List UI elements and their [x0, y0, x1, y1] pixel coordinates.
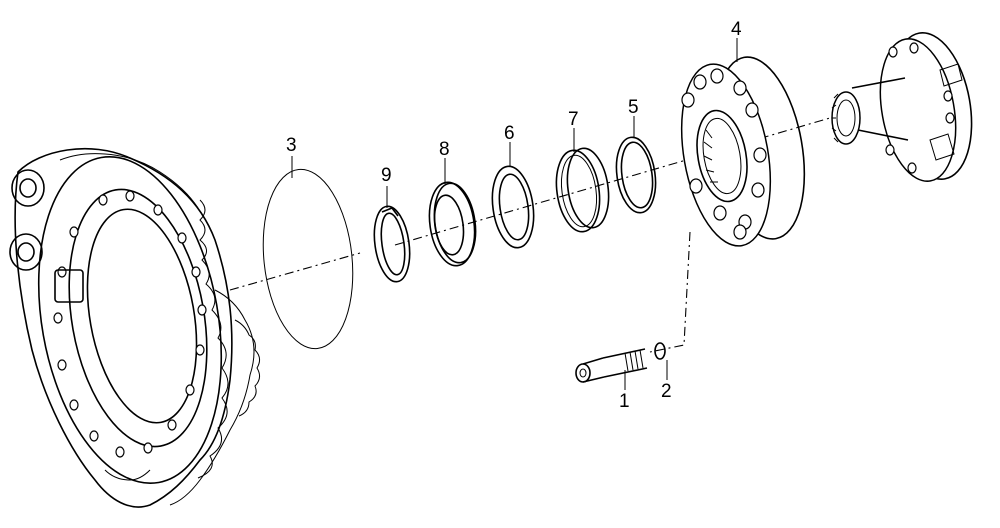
- splined-shaft-flange: [831, 32, 973, 182]
- callout-5: 5: [628, 97, 639, 118]
- callout-1: 1: [619, 391, 630, 412]
- part-8-bearing-ring: [428, 181, 477, 267]
- callout-4: 4: [731, 19, 742, 40]
- part-4-pump-body: [680, 56, 806, 247]
- housing-bolt-holes: [53, 190, 207, 458]
- pump-body-bolt-holes: [681, 68, 767, 240]
- callout-3: 3: [286, 135, 297, 156]
- callout-2: 2: [661, 381, 672, 402]
- part-3-gasket: [262, 168, 354, 350]
- callout-9: 9: [381, 165, 392, 186]
- callout-6: 6: [504, 123, 515, 144]
- part-2-washer: [654, 342, 666, 360]
- housing-casting: [9, 147, 261, 508]
- flange-bolt-holes: [885, 42, 955, 174]
- part-7-sleeve: [555, 147, 610, 233]
- bolt-axis-line: [649, 231, 691, 353]
- part-5-o-ring: [615, 136, 657, 214]
- callout-8: 8: [439, 139, 450, 160]
- leader-lines: [291, 38, 738, 390]
- part-9-snap-ring: [373, 205, 411, 283]
- assembly-axis-line: [229, 117, 831, 291]
- part-1-bolt: [575, 348, 648, 383]
- callout-7: 7: [568, 109, 579, 130]
- part-6-ring: [491, 165, 535, 249]
